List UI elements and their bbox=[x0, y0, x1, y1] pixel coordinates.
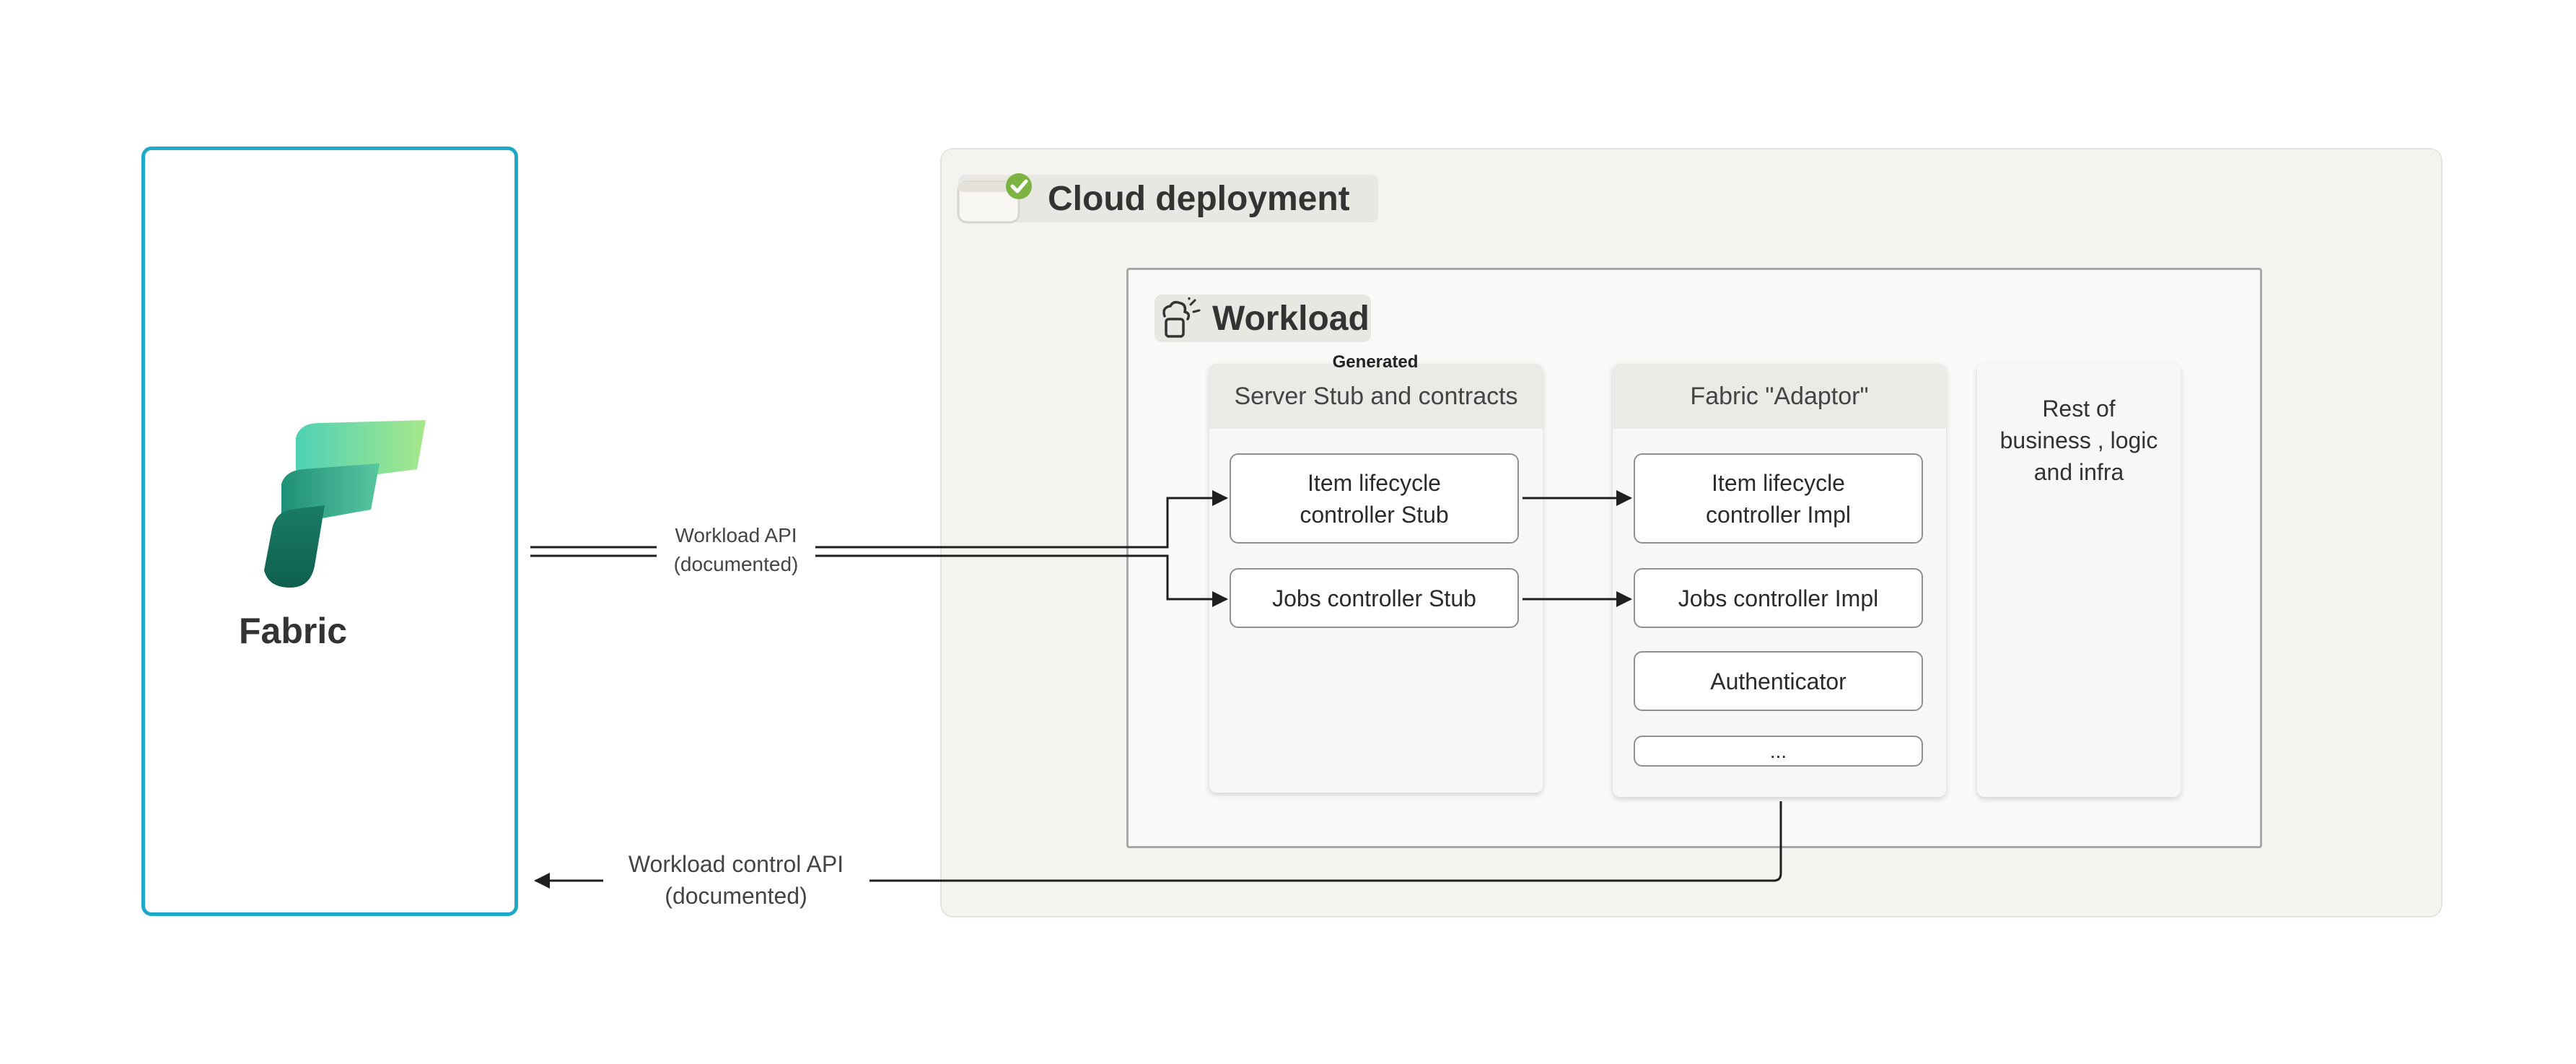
cloud-deployment-check-icon bbox=[957, 173, 1032, 224]
generated-badge: Generated bbox=[1332, 352, 1419, 372]
workload-api-to-item-stub-arrow bbox=[815, 490, 1228, 549]
fabric-label: Fabric bbox=[238, 611, 348, 651]
rest-of-business-column bbox=[1977, 364, 2181, 797]
adaptor-to-control-api-line bbox=[869, 801, 1782, 882]
workload-title: Workload bbox=[1212, 300, 1370, 338]
cloud-deployment-title: Cloud deployment bbox=[1048, 180, 1350, 218]
workload-api-to-jobs-stub-arrow bbox=[815, 554, 1228, 607]
rest-of-business-label: Rest of business , logic and infra bbox=[1999, 396, 2158, 485]
item-lifecycle-controller-impl: Item lifecycle controller Impl bbox=[1634, 453, 1923, 544]
jobs-controller-impl: Jobs controller Impl bbox=[1634, 568, 1923, 628]
workload-control-api-label: Workload control API (documented) bbox=[628, 851, 844, 909]
fabric-adaptor-header: Fabric "Adaptor" bbox=[1613, 364, 1946, 429]
fabric-panel bbox=[141, 147, 518, 916]
authenticator: Authenticator bbox=[1634, 651, 1923, 711]
workload-api-label: Workload API (documented) bbox=[673, 524, 799, 575]
workload-icon bbox=[1162, 297, 1201, 338]
server-stub-header: Server Stub and contracts bbox=[1209, 364, 1543, 429]
workload-header bbox=[1155, 295, 1371, 342]
item-lifecycle-controller-stub: Item lifecycle controller Stub bbox=[1230, 453, 1519, 544]
jobs-controller-stub: Jobs controller Stub bbox=[1230, 568, 1519, 628]
more-items-ellipsis: ... bbox=[1634, 736, 1923, 767]
fabric-logo-icon bbox=[264, 420, 426, 588]
